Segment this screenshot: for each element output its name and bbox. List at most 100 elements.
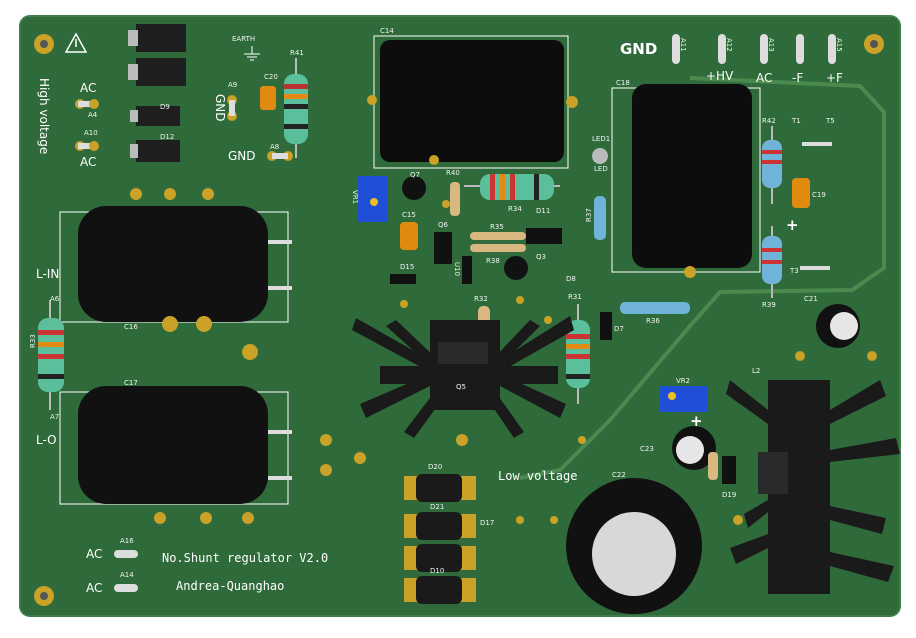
refdes-r34: R34 [508, 205, 522, 213]
refdes-t5: T5 [826, 117, 835, 125]
refdes-q7: Q7 [410, 171, 420, 179]
refdes-d11: D11 [536, 207, 551, 215]
refdes-c14: C14 [380, 27, 394, 35]
low-voltage-label: Low voltage [498, 469, 578, 483]
connector-pads-ac [75, 95, 293, 161]
refdes-d19: D19 [722, 491, 737, 499]
vias [130, 155, 877, 525]
author-name: Andrea-Quanghao [176, 579, 285, 593]
resistor-r40 [450, 182, 460, 216]
capacitor-c17 [59, 386, 292, 505]
plus-mark-c19: + [786, 216, 799, 234]
refdes-led1: LED1 [592, 135, 611, 143]
minus-f-label: -F [792, 71, 804, 85]
resistor-r35 [470, 232, 526, 240]
gnd-top-label: GND [620, 40, 658, 58]
refdes-d7: D7 [614, 325, 624, 333]
ac-a14-label: AC [86, 581, 103, 595]
refdes-q3: Q3 [536, 253, 546, 261]
pad-a16 [114, 550, 138, 558]
refdes-a12: A12 [725, 38, 733, 52]
plus-f-label: +F [826, 71, 843, 85]
refdes-c21: C21 [804, 295, 818, 303]
resistor-r33 [38, 300, 64, 410]
refdes-c18: C18 [616, 79, 630, 87]
earth-icon [244, 46, 260, 61]
resistor-r37 [594, 196, 606, 240]
refdes-r38: R38 [486, 257, 500, 265]
refdes-vr1: VR1 [351, 190, 359, 205]
capacitor-c15 [400, 222, 418, 250]
refdes-a9: A9 [228, 81, 238, 89]
l-in-label: L-IN [36, 267, 60, 281]
resistors-right [762, 126, 782, 298]
refdes-r39: R39 [762, 301, 776, 309]
test-points [800, 142, 832, 270]
smd-diodes-top [128, 24, 186, 162]
resistor-r41 [284, 58, 308, 158]
refdes-u10: U10 [453, 262, 461, 277]
transistor-q5 [438, 342, 488, 364]
refdes-d10: D10 [430, 567, 445, 575]
resistor-r38 [470, 244, 526, 252]
refdes-r33: R33 [29, 334, 37, 348]
refdes-q5: Q5 [456, 383, 466, 391]
refdes-a7: A7 [50, 413, 60, 421]
refdes-d20: D20 [428, 463, 443, 471]
refdes-q6: Q6 [438, 221, 448, 229]
refdes-a15: A15 [835, 38, 843, 52]
diode-d7 [600, 312, 612, 340]
refdes-r36: R36 [646, 317, 660, 325]
refdes-c23: C23 [640, 445, 654, 453]
diodes-bottom [404, 474, 476, 604]
project-title: No.Shunt regulator V2.0 [162, 551, 329, 565]
ac-a4-label: AC [80, 81, 97, 95]
refdes-a6: A6 [50, 295, 60, 303]
l-o-label: L-O [36, 433, 57, 447]
refdes-r42: R42 [762, 117, 776, 125]
transistor-q7 [402, 176, 426, 200]
refdes-a16: A16 [120, 537, 134, 545]
refdes-t3: T3 [790, 267, 799, 275]
refdes-a10: A10 [84, 129, 98, 137]
refdes-c15: C15 [402, 211, 416, 219]
resistor-r-small [708, 452, 718, 480]
connector-pads-top-right [672, 34, 836, 64]
refdes-c17: C17 [124, 379, 138, 387]
capacitor-c18 [611, 84, 761, 278]
refdes-r41: R41 [290, 49, 304, 57]
earth-label: EARTH [232, 35, 256, 43]
led-1 [592, 148, 608, 164]
refdes-d17: D17 [480, 519, 495, 527]
pad-a14 [114, 584, 138, 592]
plus-mark-c23: + [690, 412, 703, 430]
refdes-r37: R37 [585, 208, 593, 222]
ac-a16-label: AC [86, 547, 103, 561]
plus-hv-label: +HV [706, 69, 734, 83]
high-voltage-label: High voltage [37, 78, 51, 155]
ic-u11 [526, 228, 562, 244]
refdes-r32: R32 [474, 295, 488, 303]
diode-d15 [390, 274, 416, 284]
capacitor-c20 [260, 86, 276, 110]
refdes-c22: C22 [612, 471, 626, 479]
resistor-r36 [620, 302, 690, 314]
heatsink-l2 [726, 380, 900, 594]
refdes-a14: A14 [120, 571, 134, 579]
regulator-l2 [758, 452, 788, 494]
capacitor-c16 [59, 206, 292, 323]
copper-trace [519, 76, 886, 480]
refdes-d9: D9 [160, 103, 170, 111]
transistor-q6 [434, 232, 452, 264]
refdes-vr2: VR2 [676, 377, 691, 385]
capacitor-c14 [367, 35, 578, 169]
refdes-r40: R40 [446, 169, 460, 177]
refdes-d21: D21 [430, 503, 445, 511]
refdes-c19: C19 [812, 191, 826, 199]
ac-top-label: AC [756, 71, 773, 85]
refdes-d15: D15 [400, 263, 415, 271]
refdes-c16: C16 [124, 323, 138, 331]
refdes-t1: T1 [792, 117, 801, 125]
